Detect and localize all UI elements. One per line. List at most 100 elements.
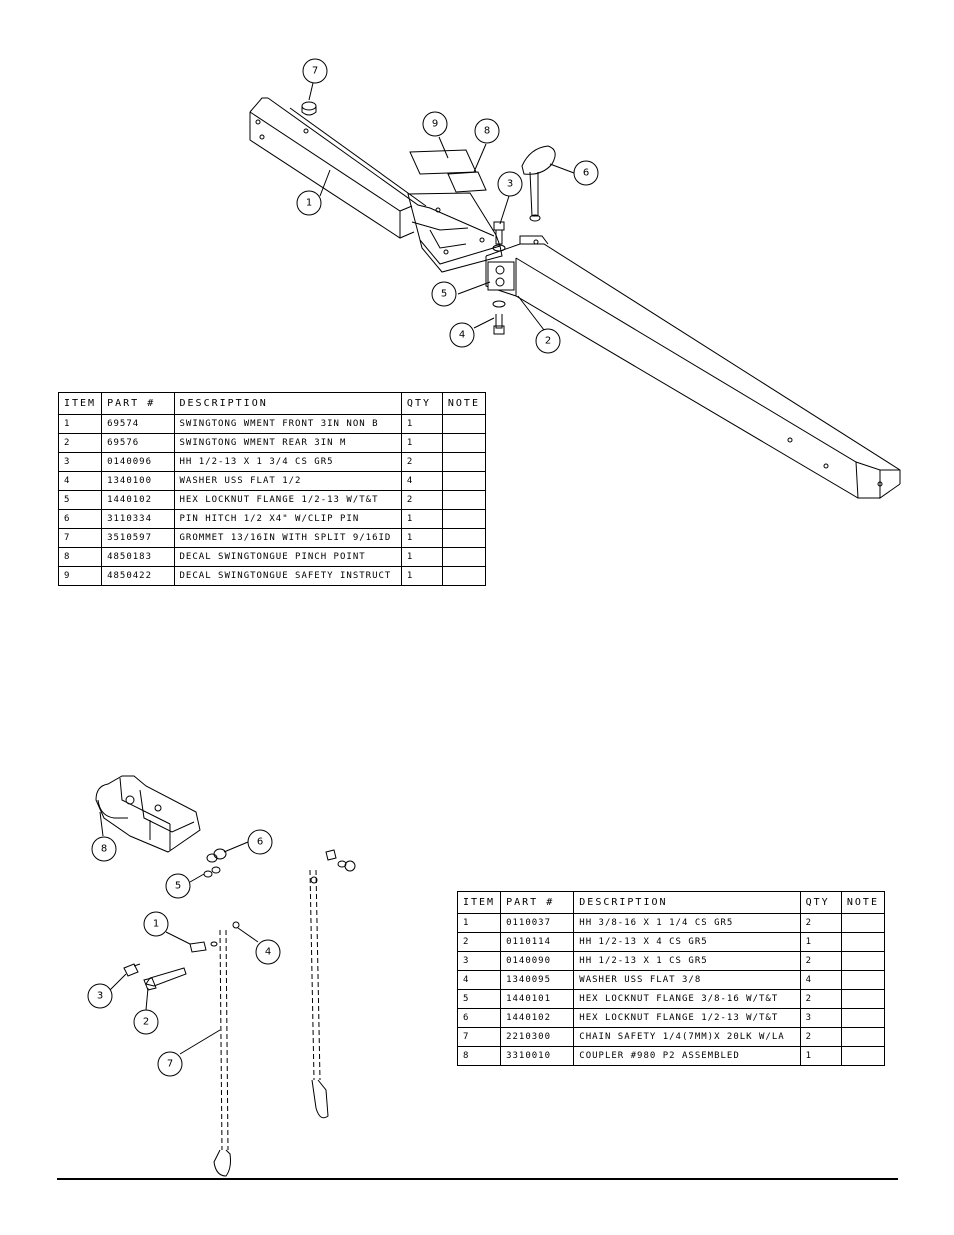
cell-item: 7 (456, 1027, 502, 1047)
cell-part-number: 4850422 (101, 566, 175, 586)
locknut-and-washer-set (203, 848, 227, 878)
bolt-set-bottom (123, 921, 240, 991)
cell-description: GROMMET 13/16IN WITH SPLIT 9/16ID (173, 528, 402, 548)
cell-description: DECAL SWINGTONGUE SAFETY INSTRUCT (173, 566, 402, 586)
cell-qty: 1 (400, 547, 443, 567)
cell-description: HH 3/8-16 X 1 1/4 CS GR5 (573, 913, 801, 933)
svg-text:7: 7 (312, 66, 318, 77)
header-qty: QTY (799, 891, 842, 914)
callout-bottom-5: 5 (165, 873, 191, 899)
leader-lines-top (308, 82, 575, 331)
svg-text:1: 1 (306, 198, 312, 209)
leader-lines-bottom (99, 811, 259, 1055)
cell-item: 6 (57, 509, 103, 529)
coupler-assembly (95, 775, 201, 853)
svg-text:6: 6 (257, 837, 263, 848)
svg-text:1: 1 (153, 919, 159, 930)
cell-part-number: 69576 (101, 433, 175, 453)
svg-text:7: 7 (167, 1059, 173, 1070)
svg-text:3: 3 (97, 991, 103, 1002)
cell-part-number: 3110334 (101, 509, 175, 529)
cell-item: 5 (456, 989, 502, 1009)
cell-description: WASHER USS FLAT 1/2 (173, 471, 402, 491)
callout-top-3: 3 (497, 171, 523, 197)
cell-qty: 4 (799, 970, 842, 990)
header-part: PART # (500, 891, 575, 914)
svg-text:2: 2 (545, 336, 551, 347)
cell-item: 3 (456, 951, 502, 971)
cell-description: SWINGTONG WMENT REAR 3IN M (173, 433, 402, 453)
header-part: PART # (101, 392, 175, 415)
callout-top-1: 1 (296, 190, 322, 216)
cell-part-number: 0110114 (500, 932, 575, 952)
header-item: ITEM (456, 891, 502, 914)
header-note: NOTE (840, 891, 886, 914)
callout-top-2: 2 (535, 328, 561, 354)
cell-description: HH 1/2-13 X 1 CS GR5 (573, 951, 801, 971)
hitch-pin (521, 145, 556, 222)
cell-qty: 2 (400, 490, 443, 510)
callout-top-8: 8 (474, 118, 500, 144)
cell-note (840, 932, 886, 952)
cell-item: 2 (57, 433, 103, 453)
svg-text:4: 4 (265, 947, 271, 958)
cell-part-number: 4850183 (101, 547, 175, 567)
cell-qty: 2 (799, 951, 842, 971)
cell-item: 8 (456, 1046, 502, 1066)
cell-part-number: 1340095 (500, 970, 575, 990)
cell-part-number: 69574 (101, 414, 175, 434)
cell-note (840, 951, 886, 971)
cell-note (441, 414, 487, 434)
cell-item: 4 (57, 471, 103, 491)
callout-bottom-4: 4 (255, 939, 281, 965)
grommet (301, 101, 317, 116)
cell-qty: 1 (799, 932, 842, 952)
cell-description: COUPLER #980 P2 ASSEMBLED (573, 1046, 801, 1066)
header-item: ITEM (57, 392, 103, 415)
cell-note (441, 490, 487, 510)
cell-item: 9 (57, 566, 103, 586)
table-header-row: ITEM PART # DESCRIPTION QTY NOTE (456, 891, 886, 914)
callout-top-7: 7 (302, 58, 328, 84)
cell-item: 4 (456, 970, 502, 990)
callout-bottom-8: 8 (91, 836, 117, 862)
cell-part-number: 1340100 (101, 471, 175, 491)
table-header-row: ITEM PART # DESCRIPTION QTY NOTE (57, 392, 487, 415)
callouts-top: 7 9 8 6 3 1 5 4 2 (296, 58, 599, 354)
cell-note (840, 1027, 886, 1047)
svg-text:8: 8 (101, 844, 107, 855)
cell-part-number: 0110037 (500, 913, 575, 933)
svg-text:8: 8 (484, 126, 490, 137)
cell-description: HH 1/2-13 X 1 3/4 CS GR5 (173, 452, 402, 472)
callout-bottom-6: 6 (247, 829, 273, 855)
callout-top-5: 5 (431, 281, 457, 307)
cell-note (441, 566, 487, 586)
cell-qty: 2 (400, 452, 443, 472)
cell-note (441, 528, 487, 548)
header-description: DESCRIPTION (573, 891, 801, 914)
callout-bottom-2: 2 (133, 1009, 159, 1035)
cell-qty: 1 (400, 566, 443, 586)
cell-item: 6 (456, 1008, 502, 1028)
cell-item: 1 (57, 414, 103, 434)
cell-part-number: 1440102 (500, 1008, 575, 1028)
cell-item: 5 (57, 490, 103, 510)
cell-description: DECAL SWINGTONGUE PINCH POINT (173, 547, 402, 567)
cell-description: HEX LOCKNUT FLANGE 1/2-13 W/T&T (573, 1008, 801, 1028)
bolt-lower (492, 300, 506, 335)
cell-qty: 1 (400, 433, 443, 453)
cell-part-number: 3510597 (101, 528, 175, 548)
